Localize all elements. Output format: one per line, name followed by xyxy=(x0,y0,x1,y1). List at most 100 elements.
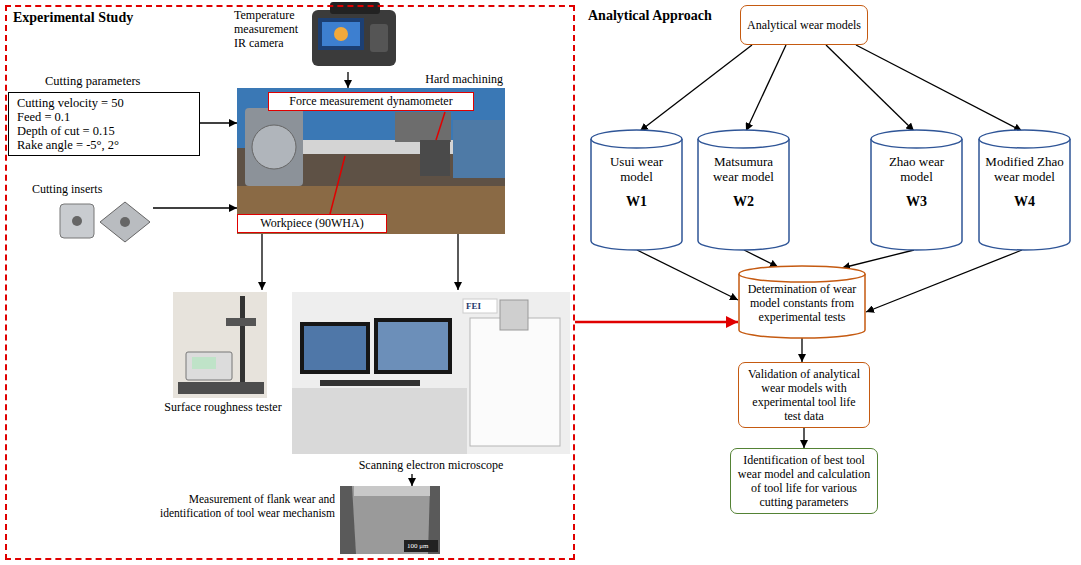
model-cylinder: Usui wear modelW1 xyxy=(590,130,683,250)
photo-caption: Measurement of flank wear and identifica… xyxy=(160,492,335,520)
leader-line xyxy=(330,156,345,214)
cylinder-outline xyxy=(697,130,790,250)
cylinder-outline xyxy=(978,130,1071,250)
lathe-chuck xyxy=(245,108,303,186)
flow-arrow xyxy=(200,122,237,123)
box-heading: Cutting parameters xyxy=(45,74,140,88)
logo-text: FEI xyxy=(466,300,481,312)
logo-banner xyxy=(463,299,497,313)
flow-arrow xyxy=(575,321,738,324)
sem-column xyxy=(500,300,528,330)
monitor xyxy=(300,322,370,374)
parameter-line: Rake angle = -5°, 2° xyxy=(17,138,191,152)
cylinder-outline xyxy=(870,130,963,250)
insert-hole xyxy=(120,217,130,227)
section-title: Analytical Approach xyxy=(588,8,712,24)
flow-arrow xyxy=(347,72,348,88)
tester-photo xyxy=(173,292,267,398)
process-box: Analytical wear models xyxy=(740,5,868,45)
shape-top xyxy=(698,130,789,148)
square-insert xyxy=(60,204,94,238)
region-title: Experimental Study xyxy=(13,10,133,26)
photo-caption: Hard machining xyxy=(425,72,503,87)
photo-caption: Surface roughness tester xyxy=(158,400,288,415)
model-code: W4 xyxy=(982,194,1067,209)
callout-text: Workpiece (90WHA) xyxy=(241,215,383,231)
flow-arrow xyxy=(866,250,1022,312)
flow-arrow xyxy=(826,45,914,131)
flow-arrow xyxy=(640,45,752,131)
shape-body xyxy=(739,274,865,338)
tester-arm xyxy=(226,318,256,326)
flow-arrow xyxy=(637,250,738,300)
flow-arrow xyxy=(457,234,458,290)
tester-display xyxy=(192,357,216,369)
model-name: Zhao wear model xyxy=(874,154,959,184)
machining-photo: Force measurement dynamometerWorkpiece (… xyxy=(237,88,505,234)
model-code: W2 xyxy=(701,194,786,209)
shape-body xyxy=(871,139,962,250)
sem-chamber xyxy=(470,318,560,446)
camera-photo: Temperature measurement IR camera xyxy=(234,2,400,72)
callout-text: Force measurement dynamometer xyxy=(272,93,470,109)
photo-caption: Scanning electron microscope xyxy=(290,458,572,473)
model-code: W1 xyxy=(594,194,679,209)
scale-label: 100 μm xyxy=(407,541,428,551)
process-box: Validation of analytical wear models wit… xyxy=(738,362,870,428)
camera-screen xyxy=(318,18,364,50)
shape-body xyxy=(698,139,789,250)
parameter-box: Cutting parametersCutting velocity = 50F… xyxy=(8,92,200,156)
model-cylinder: Matsumura wear modelW2 xyxy=(697,130,790,250)
box-text: Analytical wear models xyxy=(747,18,861,32)
parameter-line: Cutting velocity = 50 xyxy=(17,96,191,110)
shape-body xyxy=(591,139,682,250)
camera-grip xyxy=(330,2,380,14)
box-text: Validation of analytical wear models wit… xyxy=(744,367,864,423)
model-code: W3 xyxy=(874,194,959,209)
flow-arrow xyxy=(801,338,802,362)
study-region: Temperature measurement IR cameraCutting… xyxy=(5,5,575,560)
flow-arrow xyxy=(803,428,804,448)
insert-flank xyxy=(352,486,430,554)
chuck-face xyxy=(252,125,296,169)
tool-post xyxy=(395,112,451,142)
hot-spot xyxy=(334,27,348,41)
diamond-insert xyxy=(100,202,150,242)
flow-arrow xyxy=(744,250,778,267)
flow-arrow xyxy=(261,234,262,290)
database-drum: Determination of wear model constants fr… xyxy=(738,266,866,338)
box-text: Identification of best tool wear model a… xyxy=(736,453,872,509)
tester-base xyxy=(178,382,264,394)
model-cylinder: Modified Zhao wear modelW4 xyxy=(978,130,1071,250)
insert-hole xyxy=(72,216,82,226)
shape-top xyxy=(979,130,1070,148)
model-cylinder: Zhao wear modelW3 xyxy=(870,130,963,250)
tester-photo: Surface roughness tester xyxy=(158,290,288,416)
model-name: Usui wear model xyxy=(594,154,679,184)
sem-photo xyxy=(292,292,570,454)
camera-buttons xyxy=(370,24,388,52)
cylinder-outline xyxy=(590,130,683,250)
leader-line xyxy=(436,112,445,140)
tester-stand xyxy=(240,296,245,382)
inserts-photo: Cutting inserts xyxy=(28,182,153,242)
photo-caption: Cutting inserts xyxy=(32,182,102,197)
monitor-screen xyxy=(378,322,448,370)
flow-arrow xyxy=(842,250,914,268)
wear-land xyxy=(354,486,430,496)
lathe-bed xyxy=(237,186,505,234)
thermal-image xyxy=(322,22,360,46)
monitor xyxy=(374,318,452,374)
shape-top xyxy=(871,130,962,148)
monitor-screen xyxy=(304,326,366,370)
flow-arrow xyxy=(153,207,237,208)
scale-bar xyxy=(404,540,438,552)
shape-top xyxy=(591,130,682,148)
model-name: Modified Zhao wear model xyxy=(982,154,1067,184)
flow-arrow xyxy=(856,45,1022,131)
desk xyxy=(292,388,467,454)
